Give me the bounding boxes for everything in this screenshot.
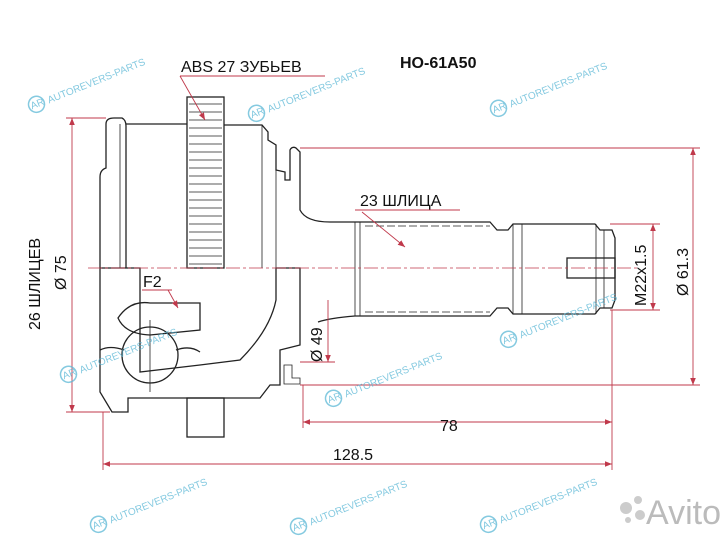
- length-total-label: 128.5: [333, 447, 373, 464]
- avito-logo: Avito: [620, 494, 720, 532]
- svg-text:AUTOREVERS-PARTS: AUTOREVERS-PARTS: [46, 57, 147, 106]
- svg-text:AUTOREVERS-PARTS: AUTOREVERS-PARTS: [308, 479, 409, 528]
- length-78-label: 78: [440, 418, 458, 435]
- abs-label: ABS 27 ЗУБЬЕВ: [181, 59, 302, 76]
- svg-text:AUTOREVERS-PARTS: AUTOREVERS-PARTS: [508, 61, 609, 110]
- outer-housing: [99, 117, 355, 268]
- svg-text:AR: AR: [291, 519, 308, 534]
- dimensions: [66, 75, 700, 470]
- shaft-splines-label: 23 ШЛИЦА: [360, 193, 442, 210]
- svg-text:AR: AR: [491, 101, 508, 116]
- neck-diameter-label: Ø 61.3: [675, 248, 692, 296]
- shaft: [317, 221, 616, 323]
- svg-text:AR: AR: [481, 517, 498, 532]
- svg-text:AR: AR: [249, 106, 266, 121]
- f2-label: F2: [143, 274, 162, 291]
- svg-text:AR: AR: [91, 517, 108, 532]
- svg-text:AUTOREVERS-PARTS: AUTOREVERS-PARTS: [518, 292, 619, 341]
- svg-text:AUTOREVERS-PARTS: AUTOREVERS-PARTS: [108, 477, 209, 526]
- housing-section: [99, 267, 301, 438]
- svg-text:AR: AR: [501, 332, 518, 347]
- seal-diameter-label: Ø 49: [309, 327, 326, 362]
- inner-splines-label: 26 ШЛИЦЕВ: [27, 238, 44, 330]
- svg-text:Avito: Avito: [646, 494, 720, 532]
- svg-text:AUTOREVERS-PARTS: AUTOREVERS-PARTS: [498, 477, 599, 526]
- svg-text:AUTOREVERS-PARTS: AUTOREVERS-PARTS: [343, 351, 444, 400]
- svg-text:AR: AR: [29, 97, 46, 112]
- outer-diameter-label: Ø 75: [53, 255, 70, 290]
- part-number: HO-61A50: [400, 55, 477, 72]
- thread-label: M22x1.5: [633, 245, 650, 306]
- abs-ring: [186, 96, 225, 269]
- svg-text:AR: AR: [326, 391, 343, 406]
- svg-text:AR: AR: [61, 367, 78, 382]
